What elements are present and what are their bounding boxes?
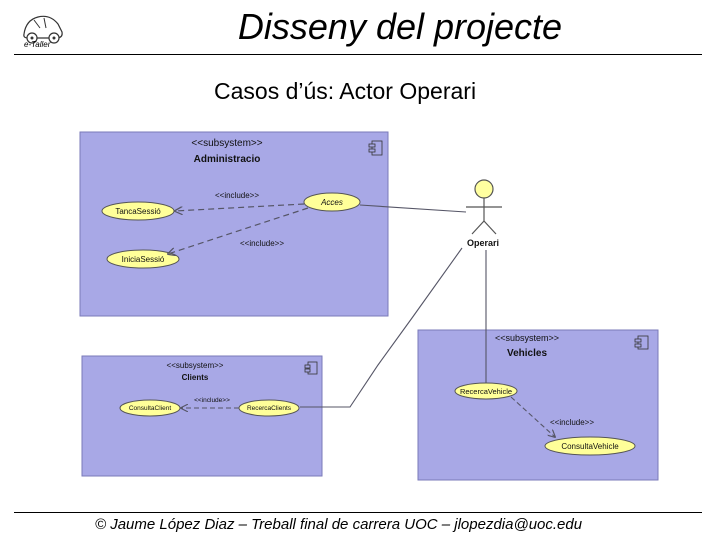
usecase-consulta-client-label: ConsultaClient bbox=[129, 405, 171, 412]
usecase-consulta-client bbox=[119, 399, 181, 417]
include-label: <<include>> bbox=[240, 239, 284, 248]
usecase-tanca-sessio-label: TancaSessió bbox=[115, 207, 161, 216]
usecase-recerca-clients-label: RecercaClients bbox=[247, 405, 292, 412]
include-edge bbox=[168, 207, 309, 254]
include-edge bbox=[175, 203, 305, 211]
actor-operari: Operari bbox=[466, 179, 502, 248]
component-icon bbox=[368, 140, 383, 156]
component-icon bbox=[304, 361, 318, 375]
usecase-recerca-vehicle-label: RecercaVehicle bbox=[460, 387, 512, 396]
association-edge bbox=[359, 204, 467, 213]
subsystem-name: Clients bbox=[182, 373, 209, 382]
stereotype-label: <<subsystem>> bbox=[495, 333, 559, 343]
usecase-acces-label: Acces bbox=[320, 198, 343, 207]
include-label: <<include>> bbox=[215, 191, 259, 200]
component-icon bbox=[634, 335, 649, 350]
stereotype-label: <<subsystem>> bbox=[167, 361, 224, 370]
usecase-inicia-sessio bbox=[106, 249, 180, 269]
subsystem-vehicles: <<subsystem>> Vehicles RecercaVehicle Co… bbox=[417, 329, 659, 481]
subsystem-name: Administracio bbox=[194, 154, 261, 165]
footer-divider bbox=[14, 512, 702, 513]
footer-credit: © Jaume López Diaz – Treball final de ca… bbox=[95, 516, 583, 533]
logo-text: e-Taller bbox=[24, 40, 51, 49]
page-title: Disseny del projecte bbox=[237, 6, 563, 47]
association-edge bbox=[300, 247, 463, 408]
slide-subtitle: Casos d’ús: Actor Operari bbox=[214, 78, 477, 104]
subsystem-clients: <<subsystem>> Clients ConsultaClient Rec… bbox=[81, 355, 323, 477]
usecase-acces bbox=[303, 192, 361, 212]
car-logo-icon bbox=[23, 15, 63, 44]
header-divider bbox=[14, 54, 702, 55]
include-edge bbox=[510, 396, 555, 437]
include-label: <<include>> bbox=[194, 397, 230, 404]
usecase-inicia-sessio-label: IniciaSessió bbox=[122, 255, 165, 264]
include-label: <<include>> bbox=[550, 418, 594, 427]
actor-label: Operari bbox=[467, 238, 499, 248]
usecase-consulta-vehicle bbox=[544, 436, 636, 456]
subsystem-name: Vehicles bbox=[507, 348, 547, 359]
stereotype-label: <<subsystem>> bbox=[191, 138, 262, 149]
subsystem-administracio: <<subsystem>> Administracio Acces TancaS… bbox=[79, 131, 389, 317]
usecase-consulta-vehicle-label: ConsultaVehicle bbox=[561, 442, 619, 451]
